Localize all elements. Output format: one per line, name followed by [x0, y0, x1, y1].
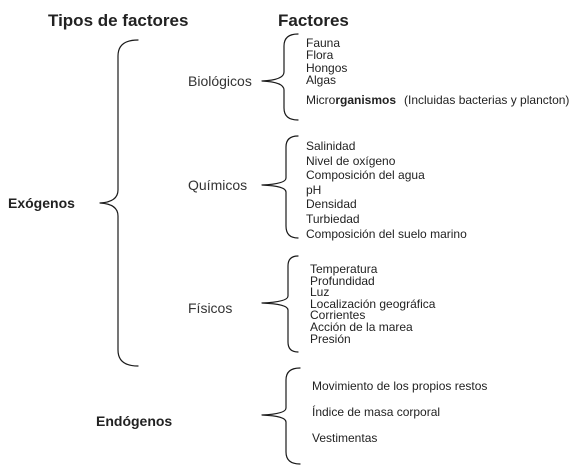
list-item: Presión — [310, 331, 351, 346]
exogenous-label: Exógenos — [8, 195, 75, 211]
list-item: Salinidad — [306, 139, 356, 153]
list-item: Composición del suelo marino — [306, 226, 467, 241]
list-item: Corrientes — [310, 308, 366, 323]
list-item: Fauna — [306, 36, 341, 50]
physical-label: Físicos — [188, 300, 233, 316]
types-header: Tipos de factores — [48, 11, 189, 30]
list-item: Temperatura — [310, 262, 378, 276]
microorganisms-note: (Incluidas bacterias y plancton) — [404, 93, 570, 107]
physical-list: Temperatura Profundidad Luz Localización… — [310, 262, 436, 346]
endogenous-item-clothing: Vestimentas — [312, 431, 378, 445]
chemical-brace — [261, 135, 299, 239]
chemical-list: Salinidad Nivel de oxígeno Composición d… — [306, 139, 467, 241]
physical-brace — [261, 255, 299, 353]
endogenous-item-movement: Movimiento de los propios restos — [312, 379, 488, 393]
microorganisms-prefix: Micro — [306, 93, 336, 107]
list-item: Profundidad — [310, 273, 375, 288]
microorganisms-suffix: rganismos — [335, 93, 397, 107]
microorganisms-item: Microrganismos — [306, 94, 396, 106]
list-item: Composición del agua — [306, 168, 425, 183]
chemical-label: Químicos — [188, 177, 248, 193]
biological-list: Fauna Flora Hongos Algas — [306, 37, 347, 86]
list-item: Nivel de oxígeno — [306, 153, 396, 168]
endogenous-label: Endógenos — [96, 413, 173, 429]
endogenous-item-bmi: Índice de masa corporal — [312, 405, 441, 419]
list-item: Algas — [306, 72, 337, 87]
list-item: Densidad — [306, 197, 357, 212]
list-item: Hongos — [306, 60, 348, 75]
exogenous-brace — [99, 39, 139, 367]
list-item: Flora — [306, 48, 334, 63]
biological-label: Biológicos — [188, 73, 252, 89]
list-item: Luz — [310, 285, 330, 300]
biological-brace — [261, 33, 299, 121]
endogenous-brace — [261, 367, 301, 465]
list-item: pH — [306, 182, 322, 197]
factors-header: Factores — [278, 11, 349, 30]
list-item: Acción de la marea — [310, 319, 413, 334]
list-item: Turbiedad — [306, 211, 360, 226]
list-item: Localización geográfica — [310, 296, 436, 311]
